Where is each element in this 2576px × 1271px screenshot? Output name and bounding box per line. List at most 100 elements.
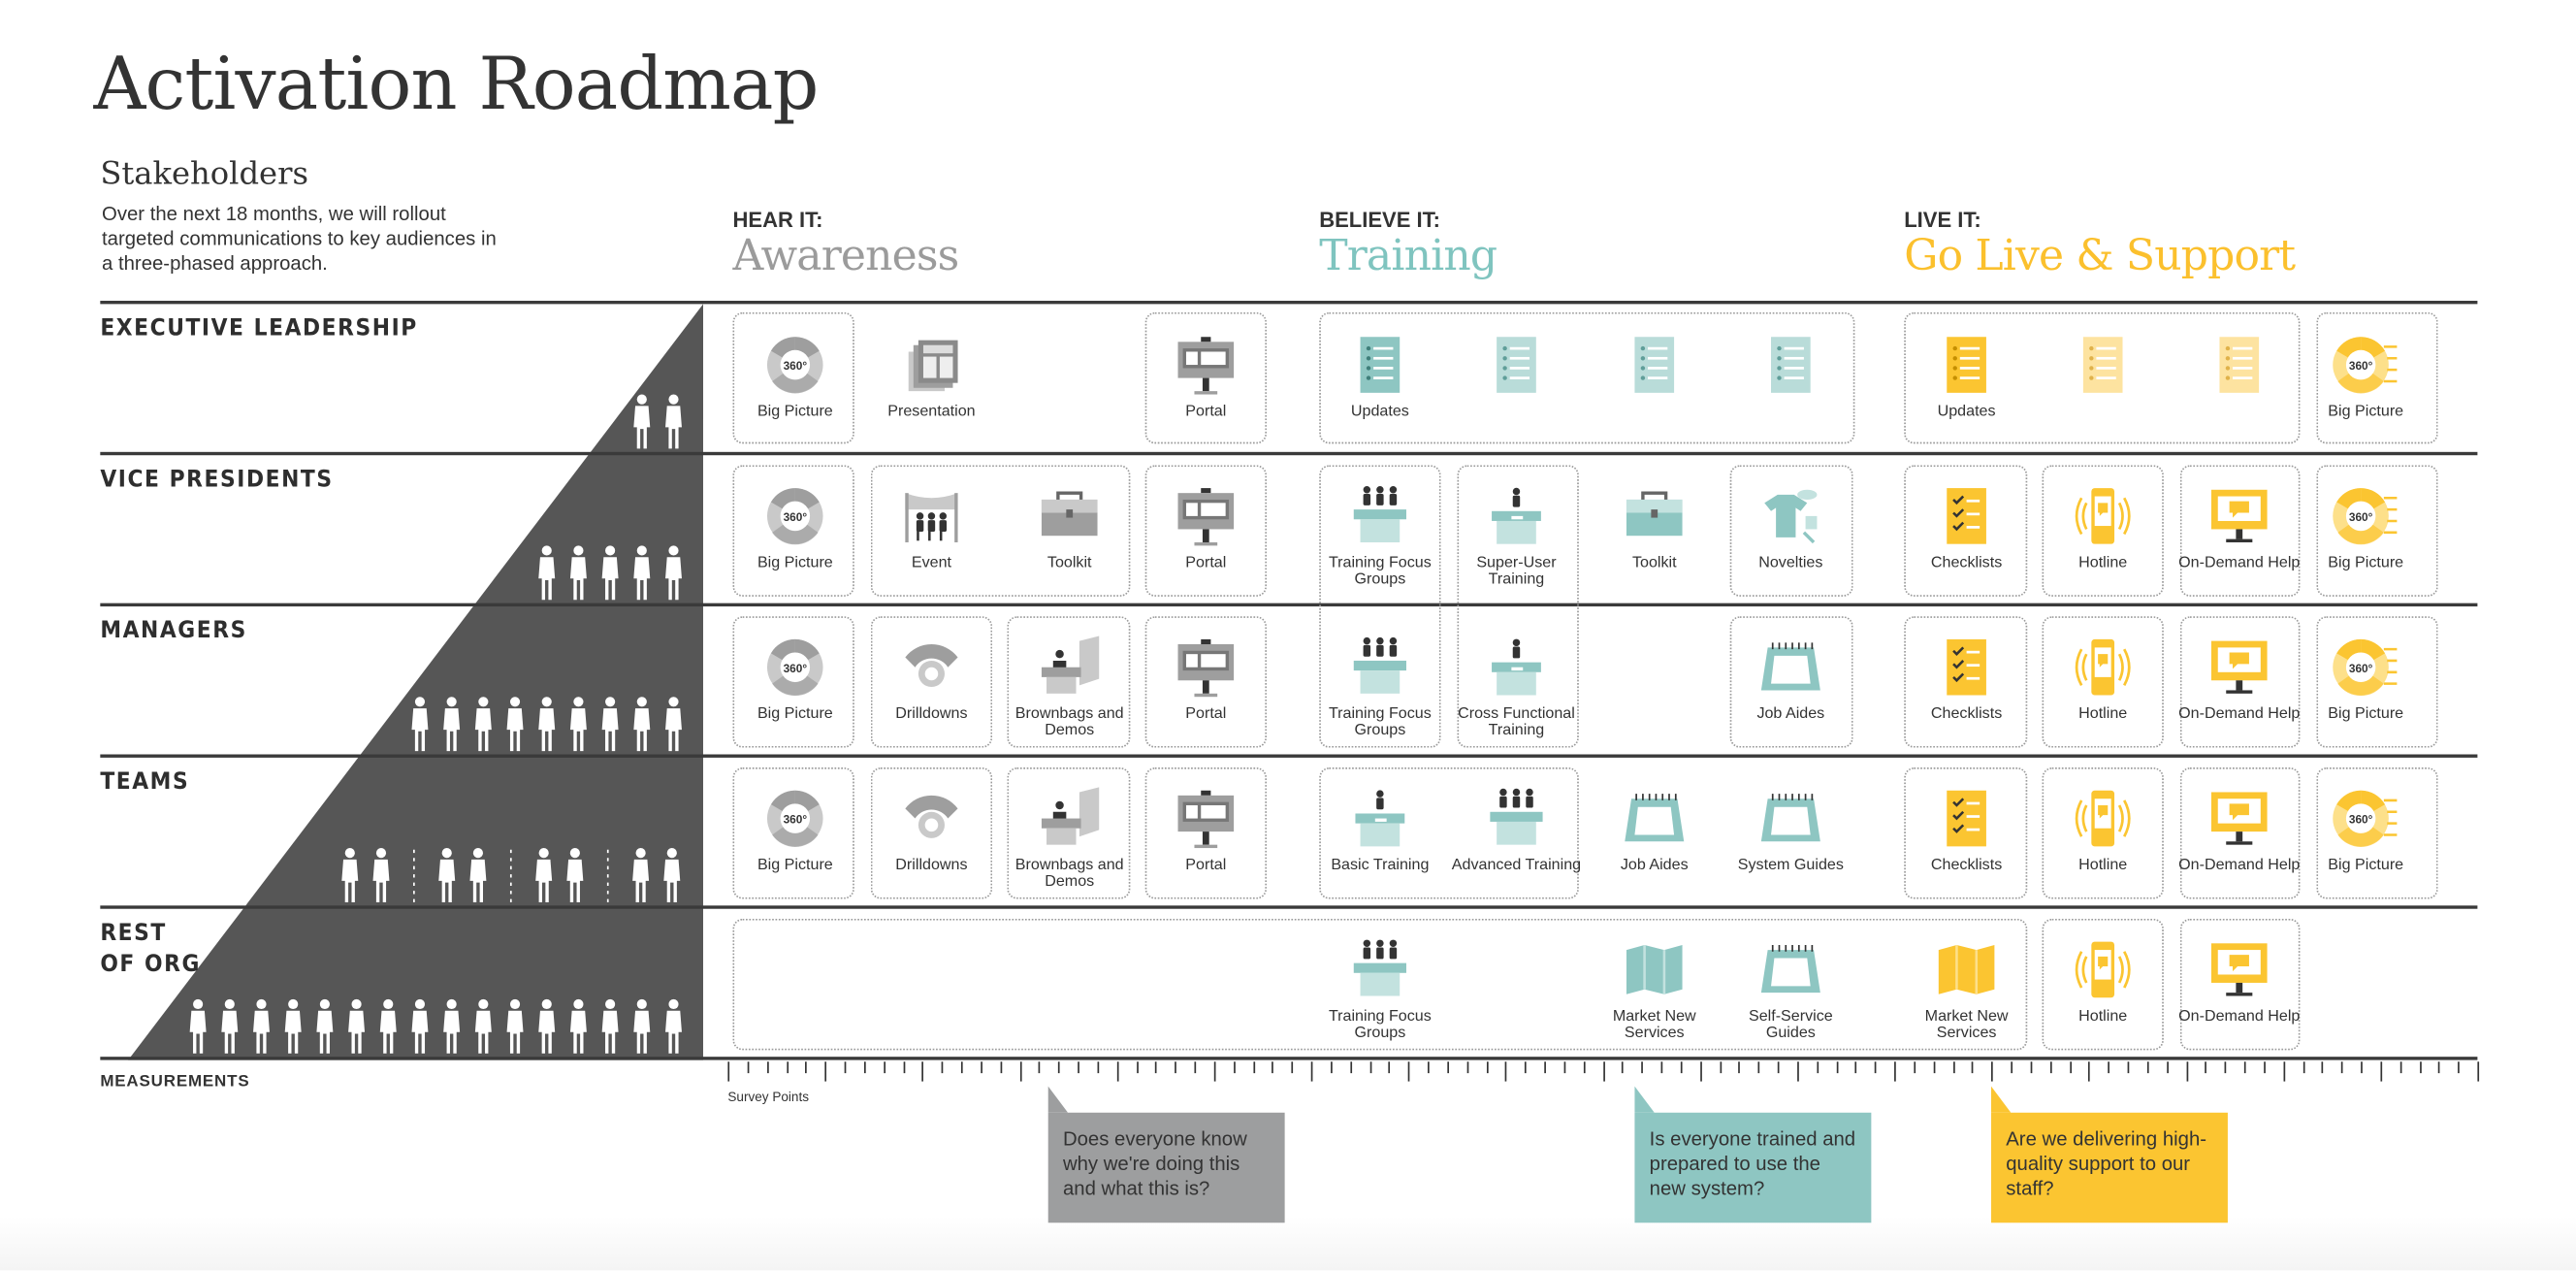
channel-item: Event bbox=[866, 483, 998, 571]
channel-item: Updates bbox=[1314, 332, 1446, 420]
channel-item: Brownbags and Demos bbox=[1004, 635, 1136, 739]
channel-item: Super-User Training bbox=[1451, 483, 1583, 588]
channel-item: 360° Big Picture bbox=[2300, 786, 2431, 874]
survey-tick bbox=[902, 1061, 905, 1074]
survey-tick bbox=[2069, 1061, 2072, 1074]
channel-label: On-Demand Help bbox=[2178, 553, 2301, 572]
grouping-box bbox=[2042, 918, 2164, 1051]
stakeholder-row-label: VICE PRESIDENTS bbox=[100, 467, 334, 494]
drilldown-icon bbox=[905, 795, 958, 838]
survey-tick bbox=[1330, 1061, 1333, 1074]
grouping-box bbox=[1144, 311, 1267, 444]
channel-label: On-Demand Help bbox=[2178, 704, 2301, 724]
survey-tick bbox=[2127, 1061, 2130, 1074]
channel-label: Checklists bbox=[1930, 704, 2003, 724]
person-icon bbox=[633, 697, 651, 752]
survey-tick bbox=[2302, 1061, 2304, 1074]
bigpicture-icon: 360° bbox=[2333, 790, 2398, 847]
survey-tick bbox=[1000, 1061, 1002, 1074]
survey-tick bbox=[1368, 1061, 1371, 1074]
hotline-icon bbox=[2075, 941, 2131, 998]
row-divider bbox=[100, 300, 2478, 305]
survey-tick bbox=[1757, 1061, 1760, 1074]
grouping-box bbox=[1319, 767, 1579, 899]
person-icon bbox=[633, 998, 651, 1054]
survey-points-label: Survey Points bbox=[727, 1090, 810, 1105]
page-title: Activation Roadmap bbox=[93, 43, 820, 127]
survey-tick bbox=[1407, 1061, 1410, 1082]
person-icon bbox=[253, 998, 270, 1054]
channel-item: On-Demand Help bbox=[2174, 786, 2305, 874]
channel-label: Big Picture bbox=[2328, 856, 2404, 875]
person-icon bbox=[569, 998, 587, 1054]
phase-go-live: LIVE IT: Go Live & Support bbox=[1904, 207, 2296, 280]
channel-label: Hotline bbox=[2078, 553, 2128, 572]
channel-item: Novelties bbox=[1725, 483, 1857, 571]
survey-tick bbox=[1972, 1061, 1974, 1074]
grouping-box bbox=[2316, 616, 2438, 748]
stakeholder-row-label: EXECUTIVE LEADERSHIP bbox=[100, 315, 418, 342]
grouping-box bbox=[1904, 767, 2028, 899]
checklist-icon bbox=[1947, 638, 1986, 696]
channel-label: Portal bbox=[1185, 704, 1227, 724]
channel-item bbox=[1451, 332, 1583, 405]
training3-icon bbox=[1353, 939, 1406, 996]
jobaides-icon bbox=[1625, 794, 1685, 842]
event-icon bbox=[905, 493, 958, 542]
channel-item: Basic Training bbox=[1314, 786, 1446, 874]
survey-tick bbox=[883, 1061, 886, 1074]
survey-tick bbox=[1796, 1061, 1799, 1082]
channel-item bbox=[1589, 332, 1721, 405]
survey-tick bbox=[1486, 1061, 1488, 1074]
channel-label: Updates bbox=[1937, 403, 1996, 421]
survey-tick bbox=[1213, 1061, 1216, 1082]
grouping-box bbox=[1904, 616, 2028, 748]
channel-label: Portal bbox=[1185, 856, 1227, 875]
person-icon bbox=[379, 998, 397, 1054]
survey-tick bbox=[1914, 1061, 1916, 1074]
bigpicture-icon: 360° bbox=[766, 337, 823, 394]
person-icon bbox=[665, 545, 682, 601]
channel-item: Self-Service Guides bbox=[1725, 937, 1857, 1042]
callout-tail bbox=[1634, 1086, 1655, 1113]
grouping-box bbox=[732, 918, 2028, 1051]
row-divider bbox=[100, 1057, 2478, 1060]
map-icon bbox=[1938, 944, 1995, 994]
survey-tick bbox=[2243, 1061, 2246, 1074]
channel-label: Big Picture bbox=[2328, 704, 2404, 724]
phase-kicker: HEAR IT: bbox=[732, 207, 823, 232]
grouping-box bbox=[1144, 465, 1267, 597]
channel-label: Checklists bbox=[1930, 856, 2003, 875]
survey-tick bbox=[2322, 1061, 2324, 1074]
callout-training-question: Is everyone trained and prepared to use … bbox=[1634, 1086, 1872, 1223]
survey-tick bbox=[1602, 1061, 1605, 1082]
survey-tick bbox=[1875, 1061, 1877, 1074]
person-icon bbox=[474, 697, 492, 752]
channel-label: On-Demand Help bbox=[2178, 856, 2301, 875]
channel-label: Toolkit bbox=[1631, 553, 1677, 572]
grouping-box bbox=[2316, 311, 2438, 444]
bigpicture-icon: 360° bbox=[766, 790, 823, 847]
survey-tick bbox=[1272, 1061, 1274, 1074]
phase-training: BELIEVE IT: Training bbox=[1319, 207, 1497, 280]
person-icon bbox=[284, 998, 302, 1054]
channel-label: Big Picture bbox=[757, 403, 833, 421]
channel-item: On-Demand Help bbox=[2174, 937, 2305, 1026]
channel-item: Drilldowns bbox=[866, 635, 998, 723]
grouping-box bbox=[1457, 465, 1579, 748]
survey-tick bbox=[863, 1061, 866, 1074]
portal-icon bbox=[1177, 488, 1235, 546]
survey-tick bbox=[1777, 1061, 1780, 1074]
channel-label: Big Picture bbox=[757, 704, 833, 724]
grouping-box bbox=[732, 767, 854, 899]
survey-tick bbox=[766, 1061, 769, 1074]
channel-label: Portal bbox=[1185, 553, 1227, 572]
bigpicture-icon: 360° bbox=[766, 488, 823, 545]
channel-item: System Guides bbox=[1725, 786, 1857, 874]
person-icon bbox=[601, 545, 619, 601]
channel-label: Training Focus Groups bbox=[1328, 1007, 1432, 1042]
checklist-icon bbox=[1947, 790, 1986, 847]
channel-label: Hotline bbox=[2078, 704, 2128, 724]
